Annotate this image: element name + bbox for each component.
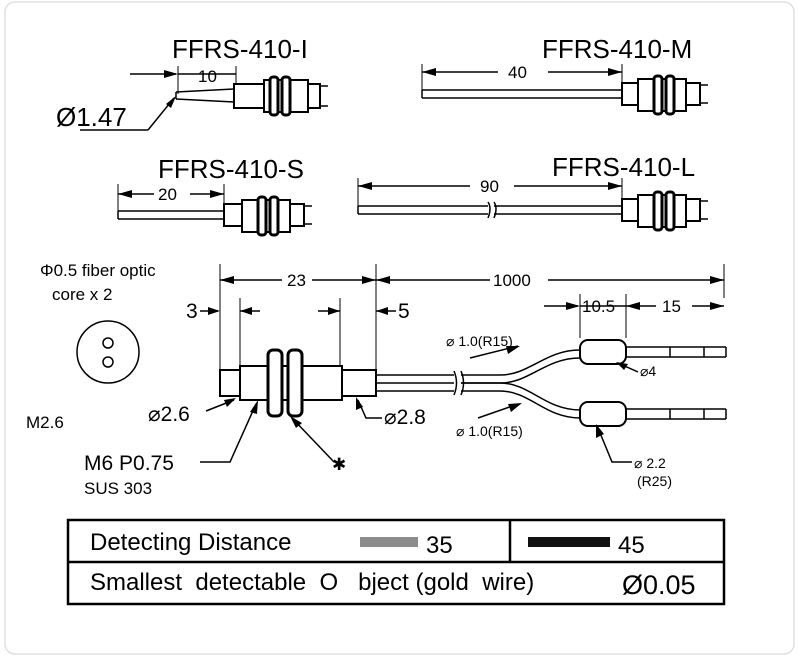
- material-spec: SUS 303: [84, 479, 152, 498]
- fiber-cross-section: [76, 320, 140, 384]
- core-note-line2: core x 2: [52, 285, 112, 304]
- model-i-drawing: FFRS-410-I 10 Ø1.47: [56, 34, 328, 132]
- dim-total: 23: [287, 271, 306, 290]
- core-note-line1: Φ0.5 fiber optic: [40, 261, 156, 280]
- dim-right: 5: [398, 300, 410, 323]
- star-mark: ✱: [332, 455, 346, 474]
- model-m-drawing: FFRS-410-M 40: [421, 34, 708, 116]
- screw-size: M2.6: [26, 413, 64, 432]
- thread-spec: M6 P0.75: [84, 452, 174, 475]
- model-l-title: FFRS-410-L: [552, 152, 695, 182]
- model-l-drawing: FFRS-410-L 90: [357, 152, 708, 232]
- detecting-distance-black-value: 45: [618, 532, 645, 559]
- dim-tail: 15: [662, 297, 681, 316]
- tail-diameter: ⌀ 2.2: [634, 455, 666, 471]
- model-s-title: FFRS-410-S: [158, 154, 304, 184]
- model-l-length: 90: [480, 177, 499, 196]
- black-swatch: [528, 537, 610, 547]
- dim-sleeve: 10.5: [582, 297, 615, 316]
- detecting-distance-gray-value: 35: [426, 532, 453, 559]
- model-i-length: 10: [198, 67, 217, 86]
- dim-cable: 1000: [493, 271, 531, 290]
- model-s-length: 20: [158, 185, 177, 204]
- page-border: [4, 1, 795, 655]
- branch-bottom-label: ⌀ 1.0(R15): [456, 423, 523, 439]
- front-diameter: ⌀2.6: [148, 403, 190, 426]
- dim-left: 3: [186, 300, 198, 323]
- model-i-tip-diameter: Ø1.47: [56, 102, 127, 132]
- rear-diameter: ⌀2.8: [384, 406, 426, 429]
- detecting-distance-label: Detecting Distance: [90, 529, 291, 556]
- sleeve-diameter: ⌀4: [640, 363, 656, 379]
- model-i-title: FFRS-410-I: [172, 34, 308, 64]
- gray-swatch: [360, 537, 418, 547]
- smallest-object-label: Smallest detectable O bject (gold wire): [90, 569, 534, 596]
- model-s-drawing: FFRS-410-S 20: [117, 154, 312, 237]
- detail-drawing: Φ0.5 fiber optic core x 2 M2.6 23 1000 3…: [26, 261, 727, 498]
- model-m-length: 40: [508, 63, 527, 82]
- model-m-title: FFRS-410-M: [542, 34, 692, 64]
- smallest-object-value: Ø0.05: [622, 570, 696, 600]
- spec-table: Detecting Distance 35 45 Smallest detect…: [66, 518, 726, 606]
- branch-top-label: ⌀ 1.0(R15): [446, 333, 513, 349]
- tail-radius: (R25): [637, 473, 672, 489]
